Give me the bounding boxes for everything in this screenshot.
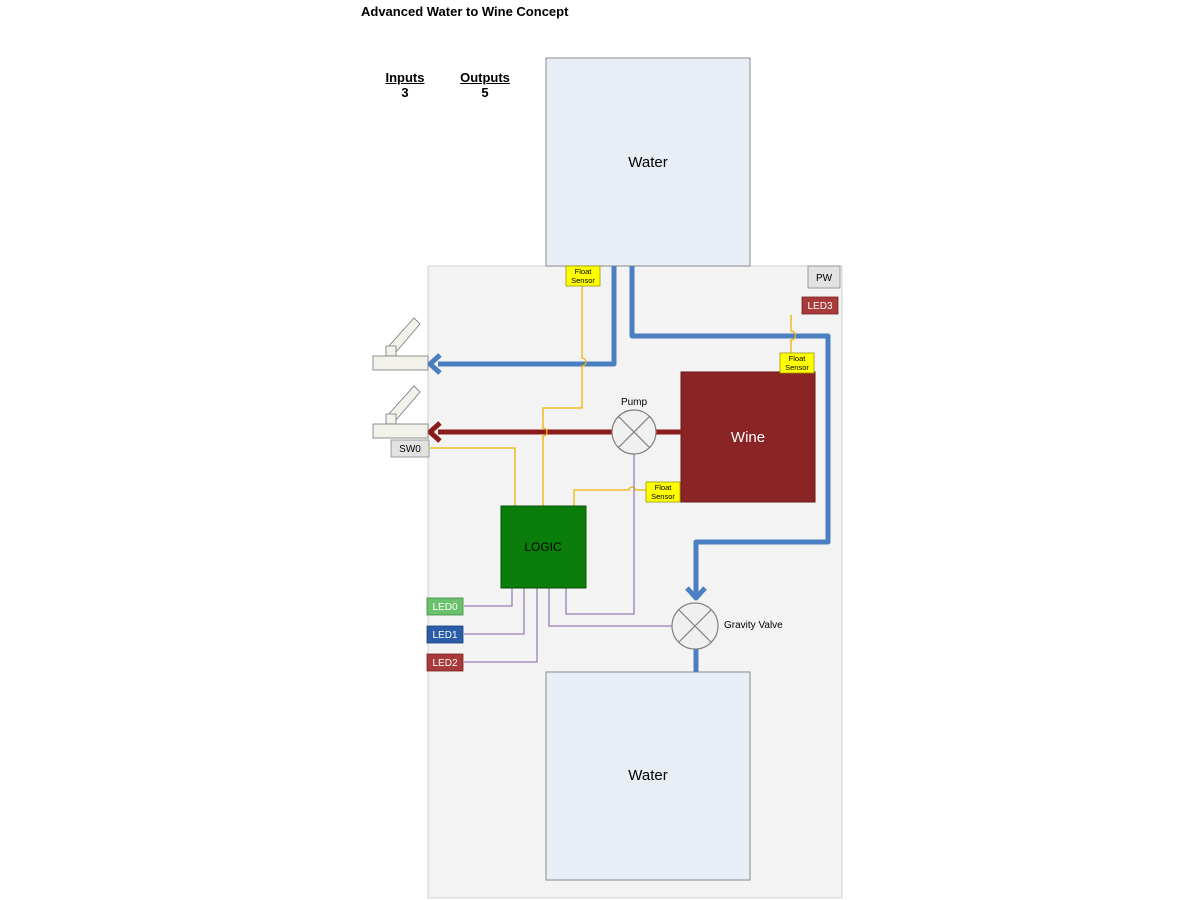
wine-faucet-arrowhead	[427, 421, 442, 443]
water-pipe-to-wine-loop	[629, 266, 831, 598]
top-water-tank	[545, 57, 751, 267]
sw0-button[interactable]: SW0	[390, 439, 430, 458]
led0: LED0	[426, 597, 464, 616]
top-water-label: Water	[628, 154, 667, 171]
water-faucet-icon	[372, 317, 429, 371]
svg-text:LED0: LED0	[432, 602, 457, 613]
water-pipes	[438, 266, 831, 672]
gravity-valve	[671, 602, 719, 650]
led3: LED3	[801, 296, 839, 315]
led2: LED2	[426, 653, 464, 672]
pw-button[interactable]: PW	[807, 265, 841, 289]
gravity-valve-arrowhead	[685, 586, 707, 601]
bottom-water-tank	[545, 671, 751, 881]
led1: LED1	[426, 625, 464, 644]
page-title: Advanced Water to Wine Concept	[361, 4, 569, 19]
water-pipe-to-faucet	[438, 266, 617, 367]
output-led0	[464, 588, 513, 607]
signal-top-sensor	[542, 286, 587, 506]
svg-text:PW: PW	[816, 273, 833, 284]
logic-output-lines	[464, 454, 672, 663]
float-sensor-top: Float Sensor	[565, 265, 601, 287]
float-sensor-wine-bottom: Float Sensor	[645, 481, 681, 503]
output-gravity-valve	[548, 588, 672, 627]
wine-tank	[680, 371, 816, 503]
svg-text:Float: Float	[655, 483, 673, 492]
svg-text:LED1: LED1	[432, 630, 457, 641]
svg-text:LED2: LED2	[432, 658, 457, 669]
float-sensor-wine-top: Float Sensor	[779, 352, 815, 374]
bottom-water-label: Water	[628, 767, 667, 784]
svg-text:Sensor: Sensor	[571, 276, 595, 285]
logic-label: LOGIC	[524, 540, 562, 554]
inputs-summary: Inputs 3	[378, 70, 432, 100]
signal-sw0	[430, 447, 516, 506]
pump	[611, 409, 657, 455]
sensor-signal-lines	[430, 286, 797, 506]
inputs-count: 3	[401, 85, 409, 100]
gravity-valve-label: Gravity Valve	[724, 620, 783, 631]
inputs-label: Inputs	[385, 70, 425, 85]
logic-block	[500, 505, 587, 589]
signal-wine-sensor	[573, 486, 646, 506]
wine-faucet-icon	[372, 385, 429, 439]
svg-text:LED3: LED3	[807, 301, 832, 312]
outputs-label: Outputs	[460, 70, 510, 85]
pump-label: Pump	[621, 397, 648, 408]
svg-text:Sensor: Sensor	[785, 363, 809, 372]
output-led2	[464, 588, 538, 663]
output-pump	[565, 454, 635, 615]
outputs-summary: Outputs 5	[455, 70, 515, 100]
svg-text:Float: Float	[575, 267, 593, 276]
outputs-count: 5	[481, 85, 489, 100]
wine-label: Wine	[731, 429, 765, 446]
svg-text:Float: Float	[789, 354, 807, 363]
svg-text:SW0: SW0	[399, 444, 421, 455]
svg-text:Sensor: Sensor	[651, 492, 675, 501]
signal-led3	[790, 315, 797, 353]
water-faucet-arrowhead	[427, 353, 442, 375]
output-led1	[464, 588, 525, 635]
